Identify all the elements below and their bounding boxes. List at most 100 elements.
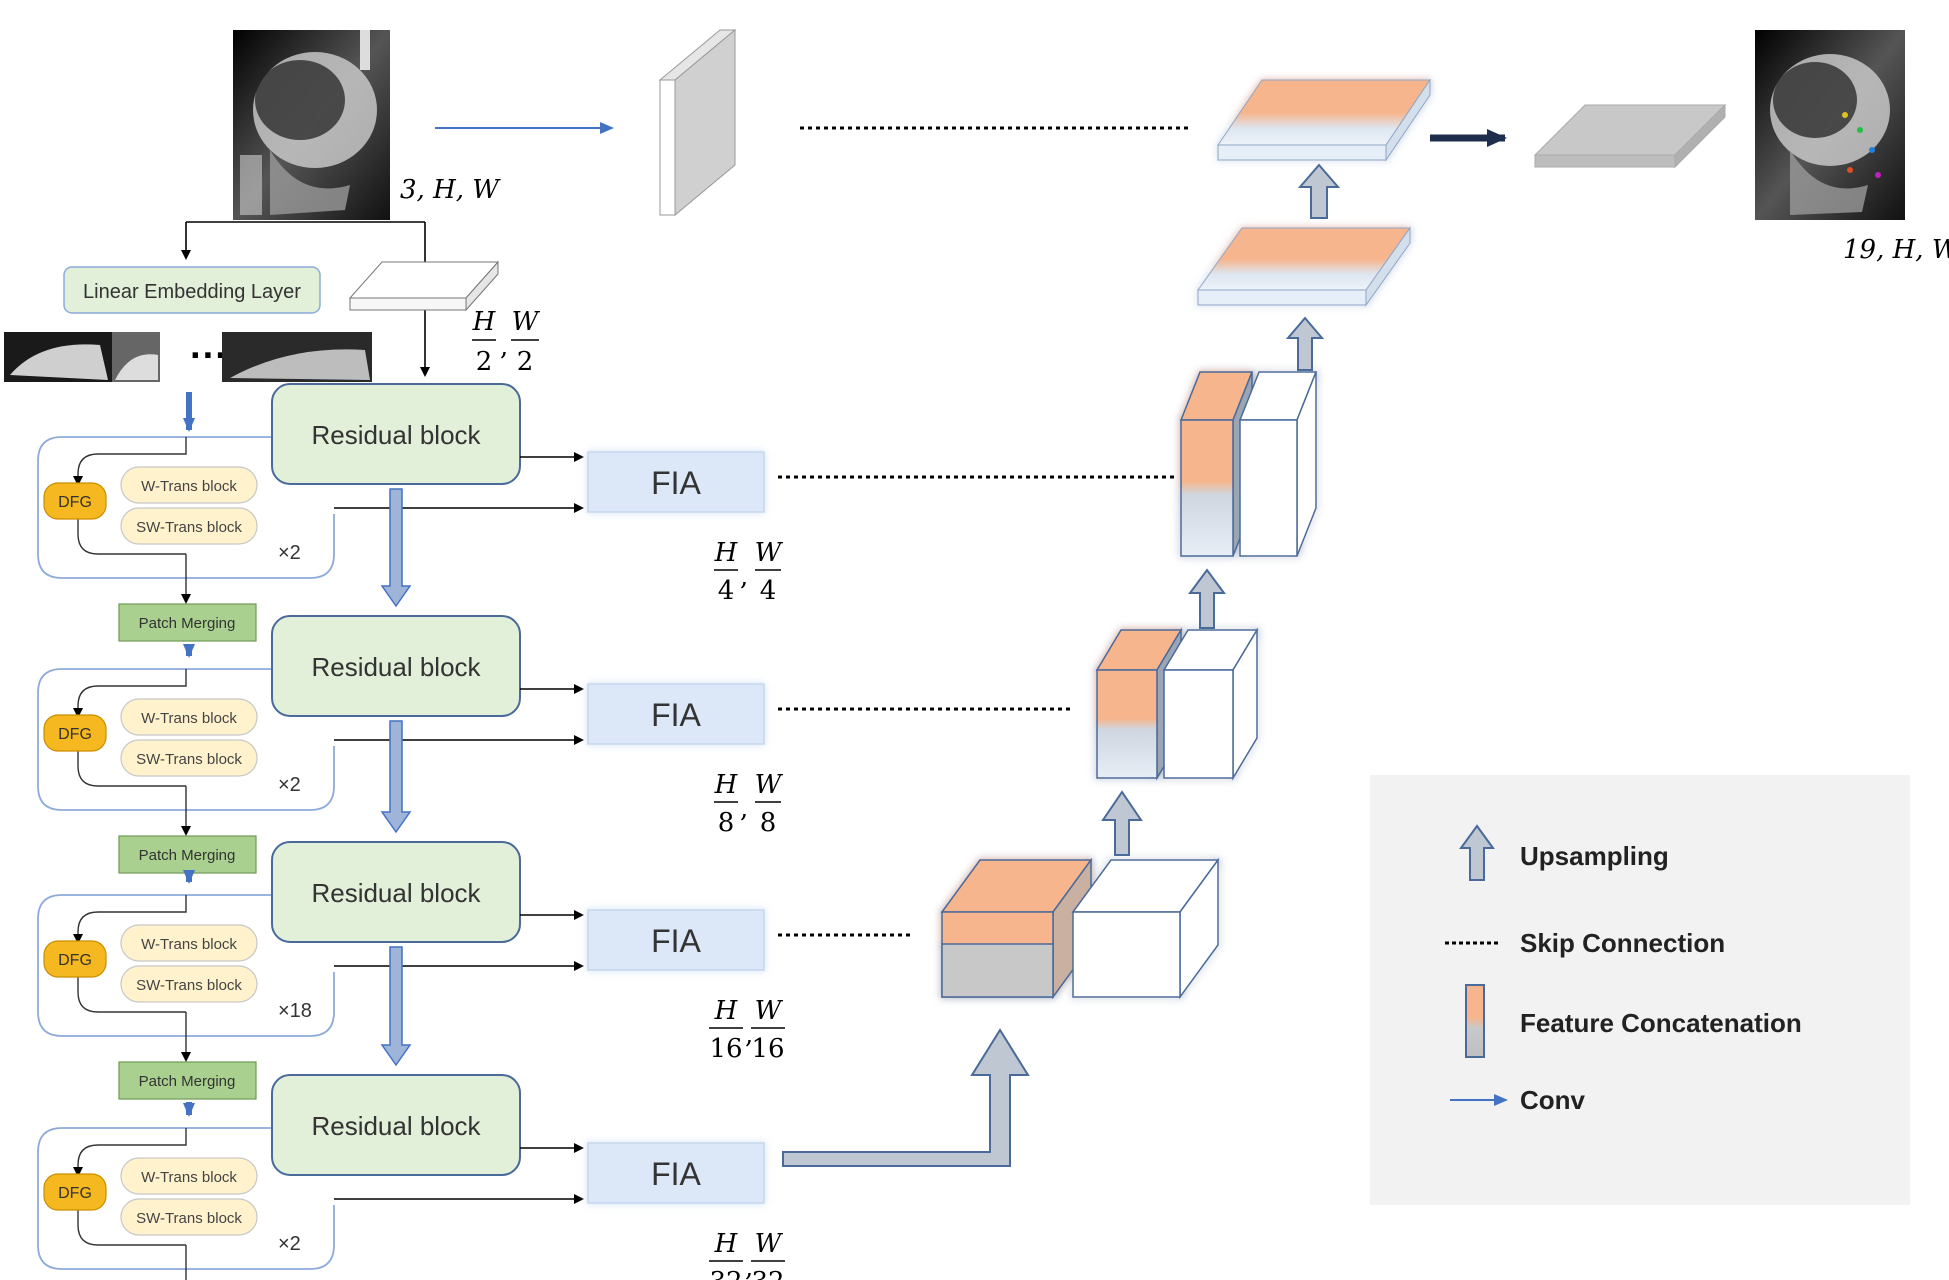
image-patches-strip: ··· — [4, 332, 372, 382]
decoder-block-h4 — [1179, 371, 1318, 557]
patch-merging-label: Patch Merging — [139, 615, 236, 632]
fia-box — [587, 683, 765, 745]
patch-merging-label: Patch Merging — [139, 1073, 236, 1090]
w-trans-label: W-Trans block — [141, 936, 237, 953]
dfg-loop-in — [73, 437, 187, 486]
bottleneck-arrow — [782, 1028, 1030, 1167]
patch-merging-box — [118, 1061, 257, 1100]
repeat-count: ×18 — [278, 1000, 312, 1022]
scale-num-w: W — [755, 538, 784, 568]
residual-down-arrow — [380, 946, 412, 1067]
residual-block-label: Residual block — [311, 420, 481, 450]
dfg-loop-out — [77, 1207, 186, 1246]
dfg-box — [43, 940, 107, 978]
scale-den-h: 4 — [718, 576, 735, 606]
sw-trans-label: SW-Trans block — [136, 1210, 242, 1227]
upsample-arrow-top — [1297, 163, 1341, 219]
upsample-arrow-h16 — [1101, 790, 1143, 856]
svg-text:2: 2 — [476, 347, 493, 377]
fia-label: FIA — [651, 923, 701, 959]
sw-trans-box — [120, 1198, 258, 1236]
scale-comma: , — [740, 794, 748, 824]
residual-block — [271, 383, 521, 485]
repeat-count: ×2 — [278, 774, 301, 796]
svg-text:···: ··· — [190, 335, 228, 377]
decoder-block-h8 — [1095, 627, 1259, 781]
top-feature-slab — [658, 28, 737, 217]
svg-text:W: W — [512, 307, 541, 337]
dfg-box — [43, 714, 107, 752]
svg-text:2: 2 — [517, 347, 534, 377]
w-trans-box — [120, 1157, 258, 1195]
scale-den-w: 8 — [760, 808, 777, 838]
sw-trans-label: SW-Trans block — [136, 751, 242, 768]
legend-box — [1370, 775, 1910, 1205]
fia-box — [587, 1142, 765, 1204]
residual-down-arrow — [380, 488, 412, 608]
dfg-loop-in — [73, 669, 187, 718]
input-xray-image — [233, 30, 390, 220]
residual-block-label: Residual block — [311, 878, 481, 908]
upsample-arrow-h4 — [1285, 316, 1325, 371]
scale-comma: , — [745, 1253, 753, 1280]
fia-label: FIA — [651, 1156, 701, 1192]
decoder-slab-second — [1197, 226, 1411, 307]
legend-concat-label: Feature Concatenation — [1520, 1008, 1802, 1038]
patch-merging-label: Patch Merging — [139, 847, 236, 864]
decoder-block-h16 — [940, 857, 1220, 1000]
dfg-loop-in — [73, 1128, 187, 1177]
w-trans-box — [120, 698, 258, 736]
residual-down-arrow — [380, 720, 412, 834]
scale-fraction: H32,W32 — [709, 1229, 785, 1280]
dfg-label: DFG — [58, 952, 92, 969]
output-gray-slab — [1533, 103, 1727, 169]
w-trans-box — [120, 466, 258, 504]
scale-num-w: W — [755, 996, 784, 1026]
residual-block — [271, 1074, 521, 1176]
scale-den-w: 32 — [751, 1267, 784, 1280]
dfg-label: DFG — [58, 726, 92, 743]
sw-trans-box — [120, 739, 258, 777]
dfg-label: DFG — [58, 1185, 92, 1202]
scale-comma: , — [740, 562, 748, 592]
w-trans-label: W-Trans block — [141, 710, 237, 727]
w-trans-box — [120, 924, 258, 962]
svg-text:H: H — [472, 307, 497, 337]
residual-block — [271, 615, 521, 717]
dfg-loop-out — [77, 516, 186, 555]
half-scale-slab — [348, 260, 500, 312]
legend-conv-label: Conv — [1520, 1085, 1586, 1115]
sw-trans-label: SW-Trans block — [136, 977, 242, 994]
scale-den-w: 4 — [760, 576, 777, 606]
input-dims-label: 3, H, W — [400, 175, 501, 205]
output-dims-label: 19, H, W — [1843, 235, 1949, 265]
scale-num-w: W — [755, 1229, 784, 1259]
scale-num-h: H — [714, 770, 739, 800]
svg-text:,: , — [500, 332, 508, 362]
dfg-box — [43, 482, 107, 520]
sw-trans-box — [120, 507, 258, 545]
repeat-count: ×2 — [278, 1233, 301, 1255]
upsample-arrow-h8 — [1188, 568, 1226, 629]
scale-den-w: 16 — [751, 1034, 784, 1064]
w-trans-label: W-Trans block — [141, 1169, 237, 1186]
scale-num-w: W — [755, 770, 784, 800]
repeat-count: ×2 — [278, 542, 301, 564]
scale-fraction: H4,W4 — [714, 538, 784, 606]
scale-num-h: H — [714, 538, 739, 568]
residual-block — [271, 841, 521, 943]
dfg-loop-out — [77, 974, 186, 1013]
scale-num-h: H — [714, 996, 739, 1026]
legend-upsampling-icon — [1459, 824, 1495, 881]
w-trans-label: W-Trans block — [141, 478, 237, 495]
scale-num-h: H — [714, 1229, 739, 1259]
linear-embedding-box — [63, 266, 321, 314]
patch-merging-box — [118, 603, 257, 642]
decoder-slab-top — [1217, 78, 1431, 162]
residual-block-label: Residual block — [311, 1111, 481, 1141]
swin-container — [37, 668, 335, 811]
scale-den-h: 8 — [718, 808, 735, 838]
